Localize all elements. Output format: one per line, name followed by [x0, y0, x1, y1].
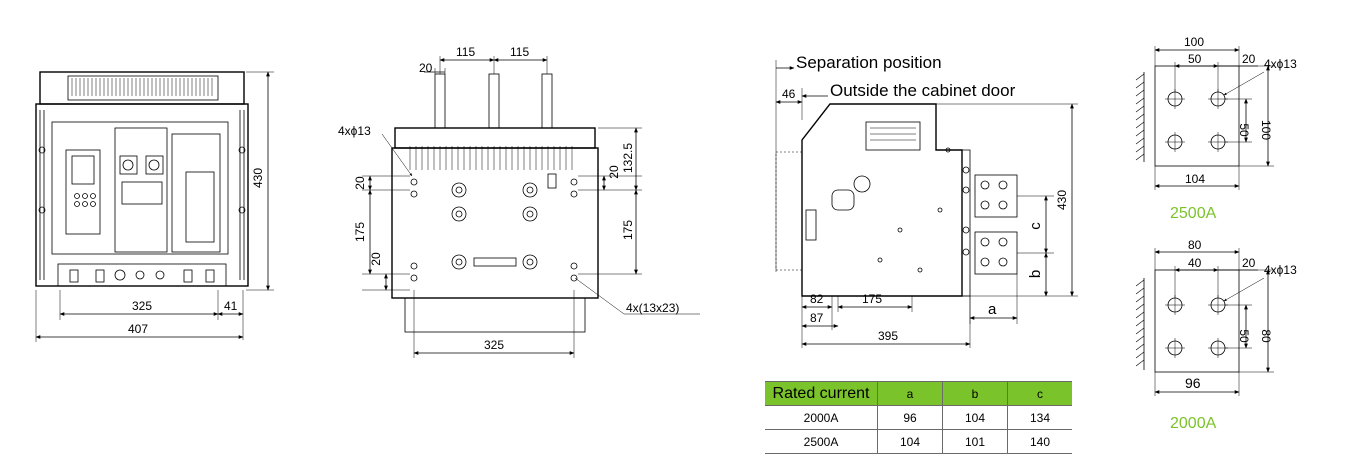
rear-upper-20-left-dim: 20 — [353, 176, 367, 190]
rear-upper-20-right-dim: 20 — [607, 165, 621, 179]
terminal-2000-drawing: 80 40 20 4xϕ13 80 50 96 2000A — [1135, 238, 1297, 432]
table-header-row: Rated current a b c — [765, 381, 1072, 406]
side-view: Separation position Outside the cabinet … — [775, 53, 1078, 348]
table-row: 2000A 96 104 134 — [765, 405, 1072, 430]
table-header-c: c — [1007, 381, 1072, 406]
table-cell: 96 — [877, 405, 943, 430]
table-row: 2500A 104 101 140 — [765, 429, 1072, 454]
front-view: 430 325 41 407 — [35, 71, 274, 342]
outside-cabinet-door-label: Outside the cabinet door — [830, 81, 1016, 100]
rear-top-rail — [394, 127, 596, 149]
side-a-dim: a — [988, 301, 997, 318]
rear-spacing-1-dim: 115 — [456, 45, 475, 59]
rear-spacing-2-dim: 115 — [510, 45, 529, 59]
table-header-b: b — [942, 381, 1008, 406]
rear-hole-label: 4xϕ13 — [338, 124, 371, 138]
t2500-caption: 2500A — [1170, 205, 1217, 222]
rated-current-table: Rated current a b c 2000A 96 104 134 250… — [765, 381, 1072, 454]
rear-body — [391, 147, 599, 299]
rear-width-bottom-dim: 325 — [484, 338, 504, 352]
t2500-h100-dim: 100 — [1259, 120, 1273, 140]
side-body — [801, 103, 963, 297]
t2000-holes-label: 4xϕ13 — [1264, 263, 1297, 277]
table-cell: 134 — [1007, 405, 1072, 430]
t2000-w96-dim: 96 — [1185, 375, 1201, 391]
rear-175-left-dim: 175 — [353, 222, 367, 242]
separation-position-label: Separation position — [796, 53, 942, 72]
front-width-total-dim: 407 — [128, 322, 148, 336]
t2000-h80-dim: 80 — [1259, 329, 1273, 343]
side-82-dim: 82 — [810, 292, 824, 306]
t2500-w20-dim: 20 — [1242, 52, 1256, 66]
t2000-caption: 2000A — [1170, 415, 1217, 432]
table-header-rated-current: Rated current — [765, 381, 878, 406]
t2500-w50-dim: 50 — [1188, 52, 1202, 66]
side-175-dim: 175 — [862, 292, 882, 306]
front-top-bar — [39, 71, 245, 105]
t2500-h50-dim: 50 — [1237, 123, 1251, 137]
side-height-430-dim: 430 — [1055, 190, 1069, 210]
table-cell: 101 — [942, 429, 1008, 454]
side-395-dim: 395 — [878, 329, 898, 343]
t2000-h50-dim: 50 — [1237, 329, 1251, 343]
side-b-dim: b — [1027, 270, 1044, 278]
t2000-w40-dim: 40 — [1188, 256, 1202, 270]
t2500-w100-dim: 100 — [1184, 35, 1204, 49]
t2000-w20-dim: 20 — [1242, 256, 1256, 270]
table-cell: 140 — [1007, 429, 1072, 454]
table-cell: 104 — [877, 429, 943, 454]
side-offset-46-dim: 46 — [782, 87, 796, 101]
rear-132-dim: 132.5 — [621, 143, 635, 173]
t2500-holes-label: 4xϕ13 — [1264, 57, 1297, 71]
rear-top-offset-dim: 20 — [419, 61, 433, 75]
rear-slot-label: 4x(13x23) — [626, 301, 679, 315]
side-c-dim: c — [1027, 222, 1044, 230]
front-height-dim: 430 — [251, 168, 265, 188]
front-body — [35, 103, 249, 287]
front-offset-dim: 41 — [224, 299, 238, 313]
front-width-inner-dim: 325 — [132, 299, 152, 313]
terminal-2500-drawing: 100 50 20 4xϕ13 100 50 104 2500A — [1135, 35, 1297, 222]
t2000-w80-dim: 80 — [1188, 238, 1202, 252]
t2500-w104-dim: 104 — [1185, 172, 1205, 186]
rear-view: 115 115 20 4xϕ13 20 175 20 132.5 20 175 … — [338, 45, 700, 358]
table-cell: 104 — [942, 405, 1008, 430]
side-87-dim: 87 — [810, 311, 824, 325]
table-header-a: a — [877, 381, 943, 406]
rear-lower-20-dim: 20 — [369, 252, 383, 266]
table-cell: 2000A — [765, 405, 878, 430]
rear-175-right-dim: 175 — [621, 220, 635, 240]
table-cell: 2500A — [765, 429, 878, 454]
